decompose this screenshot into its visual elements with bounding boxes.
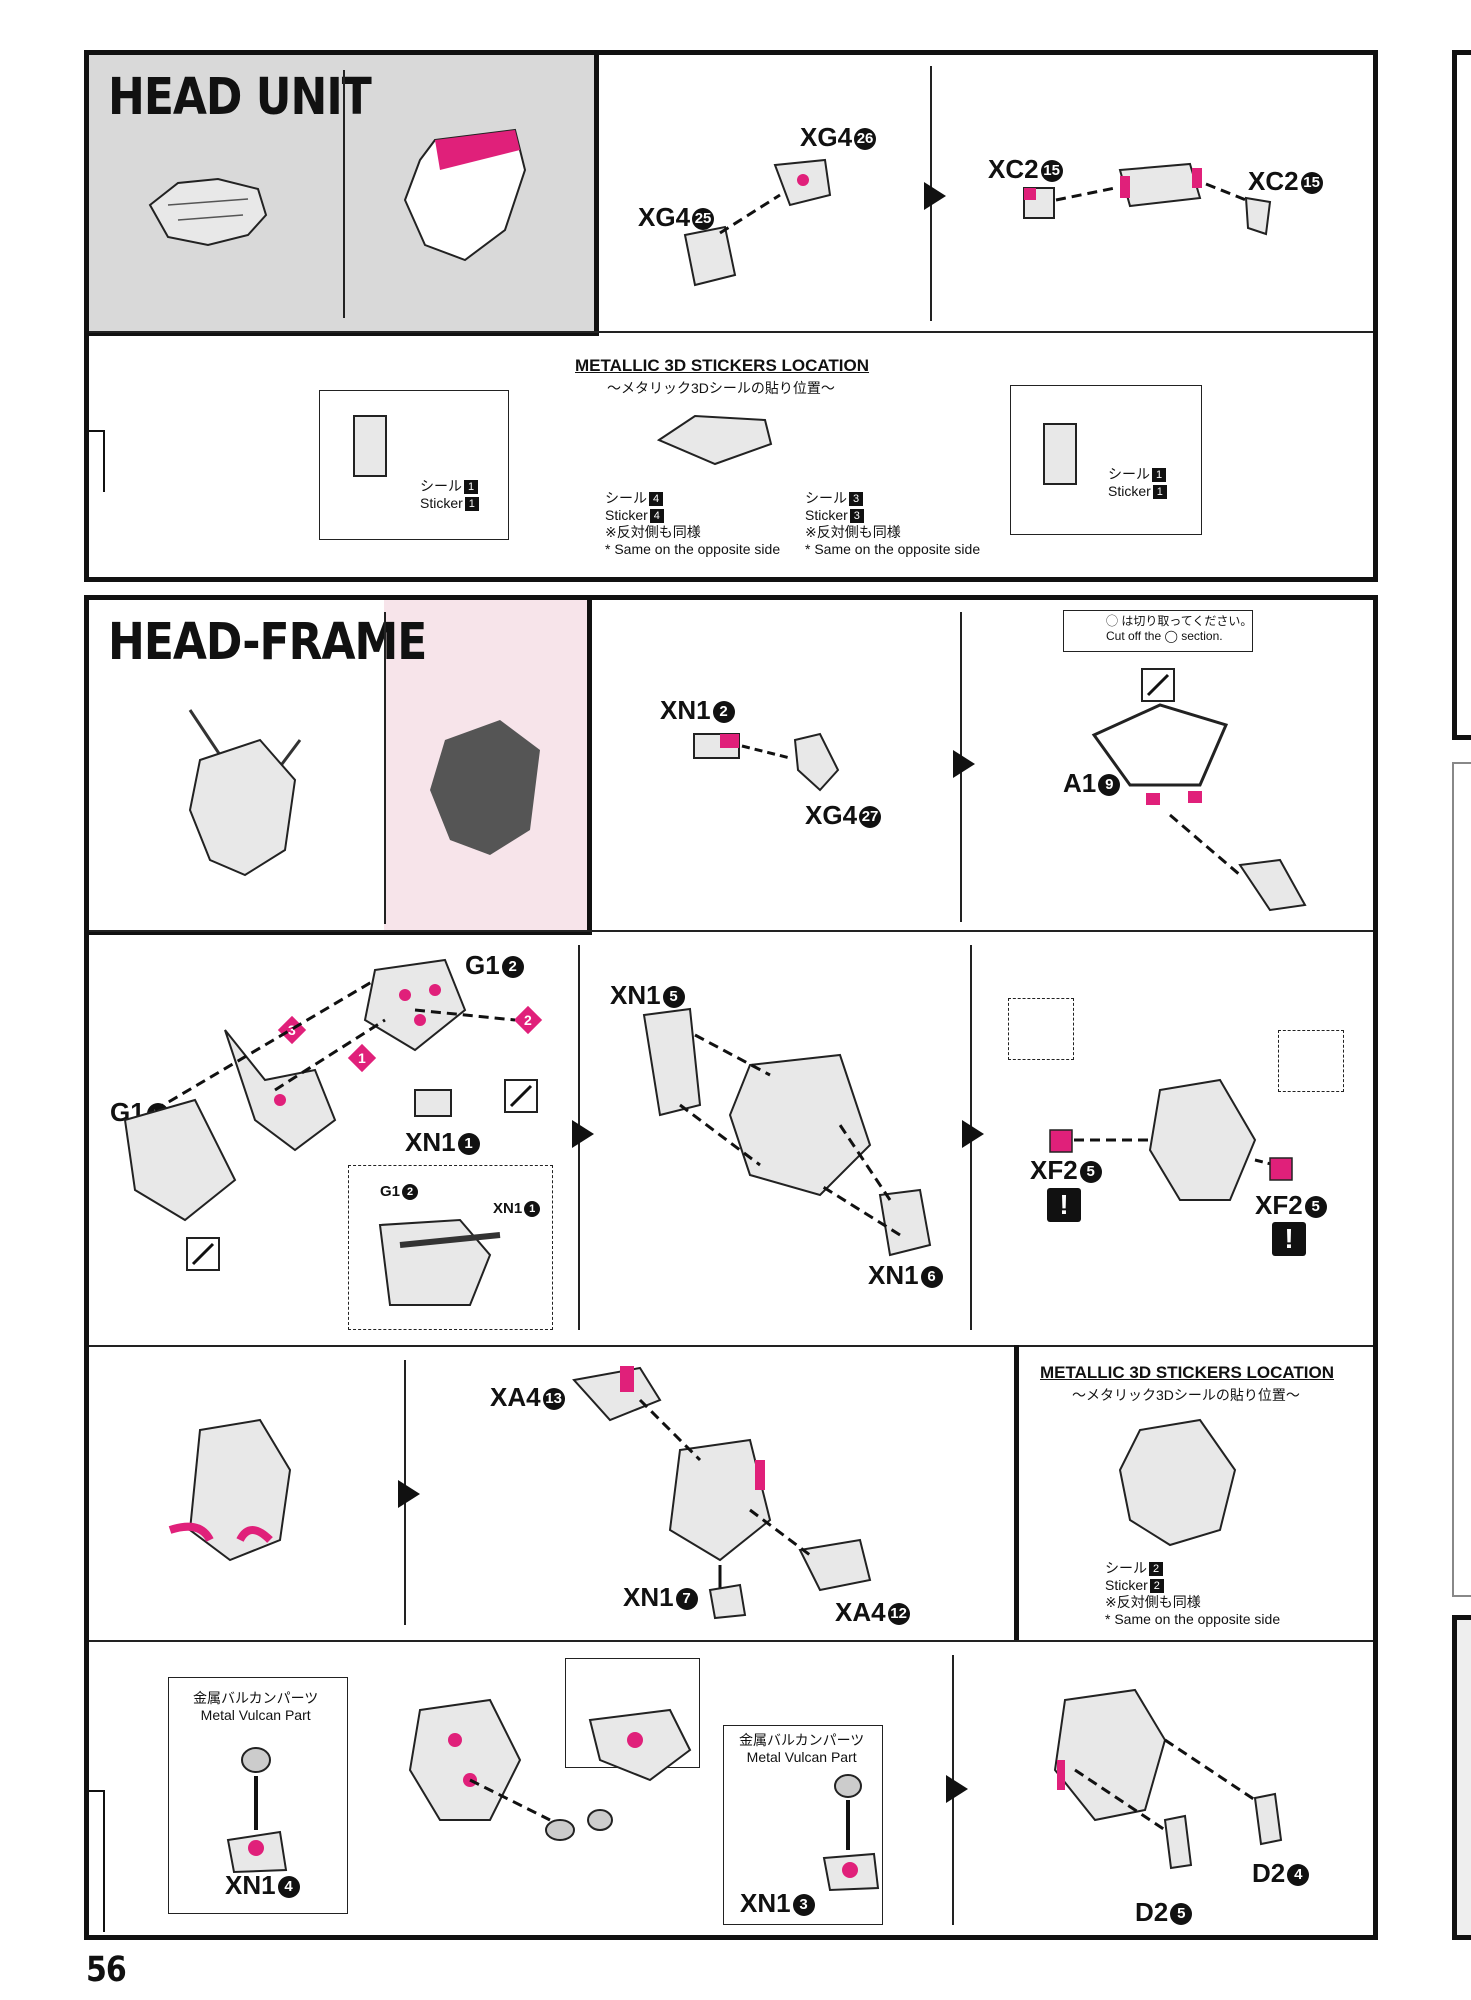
- sticker-location-head: [1118, 1418, 1237, 1547]
- detail-box-left: [1008, 998, 1074, 1060]
- head-frame-step-thumbnail: [168, 1418, 292, 1562]
- inset-diagram: [378, 1218, 501, 1306]
- warning-icon-right: !: [1272, 1222, 1306, 1256]
- divider: [89, 1640, 1373, 1642]
- head-frame-title: HEAD-FRAME: [108, 613, 427, 672]
- warning-icon-left: !: [1047, 1188, 1081, 1222]
- step-xf2-assembly-diagram: [1049, 1078, 1293, 1201]
- part-xg4-diagram: [683, 158, 832, 287]
- inset-detail-box: [348, 1165, 553, 1330]
- metal-vulcan-diagram-left: [226, 1747, 288, 1874]
- part-a1-diagram: [1091, 668, 1307, 912]
- sticker-heading-2-jp: 〜メタリック3Dシールの貼り位置〜: [1072, 1387, 1300, 1403]
- sticker-heading-jp: 〜メタリック3Dシールの貼り位置〜: [607, 380, 835, 396]
- sticker-center-part: [656, 414, 773, 466]
- divider: [89, 1345, 1373, 1347]
- part-xc2-diagram: [1023, 162, 1272, 236]
- step-arrow: [572, 1120, 594, 1148]
- edge-tab-left-bottom: [89, 1790, 105, 1932]
- divider: [89, 930, 1373, 932]
- divider: [89, 331, 1373, 333]
- step-arrow: [398, 1480, 420, 1508]
- next-page-frame-top: [1452, 50, 1471, 740]
- step-arrow: [953, 750, 975, 778]
- sticker-detail-box-left: [319, 390, 509, 540]
- head-unit-title: HEAD UNIT: [108, 68, 372, 127]
- part-xn1-xg4-diagram: [693, 732, 840, 792]
- metal-vulcan-box-right: [723, 1725, 883, 1925]
- step-xn1-assembly-diagram: [642, 1007, 932, 1257]
- head-frame-thumbnail: [188, 709, 302, 877]
- divider: [384, 612, 386, 924]
- next-page-frame-bottom: [1452, 1615, 1471, 1940]
- edge-tab-left-top: [89, 430, 105, 492]
- page-number: 56: [86, 1950, 127, 1991]
- cut-note: ◯ は切り取ってください。Cut off the ◯ section.: [1106, 614, 1253, 643]
- sticker-part-left: [353, 415, 387, 477]
- sticker-detail-box-right: [1010, 385, 1202, 535]
- step-arrow: [924, 182, 946, 210]
- step-g1-assembly-diagram: [123, 958, 538, 1271]
- head-frame-silhouette: [430, 720, 540, 855]
- step-d2-assembly-diagram: [1053, 1688, 1283, 1870]
- sticker-heading-2: METALLIC 3D STICKERS LOCATION: [1040, 1363, 1335, 1382]
- metal-vulcan-diagram-right: [822, 1774, 880, 1892]
- head-unit-thumbnail: [148, 177, 268, 247]
- sticker-heading: METALLIC 3D STICKERS LOCATION: [575, 356, 870, 375]
- next-page-frame-mid: [1452, 762, 1471, 1597]
- step-arrow: [946, 1775, 968, 1803]
- detail-box-right: [1278, 1030, 1344, 1092]
- divider: [343, 70, 345, 318]
- cut-note-box: [1063, 610, 1253, 652]
- step-xa4-assembly-diagram: [572, 1366, 872, 1620]
- step-arrow: [962, 1120, 984, 1148]
- sticker-part-right: [1043, 423, 1077, 485]
- metal-vulcan-assembly-diagram: [408, 1698, 692, 1841]
- head-silhouette-diagram: [403, 128, 527, 262]
- divider: [1014, 1345, 1019, 1640]
